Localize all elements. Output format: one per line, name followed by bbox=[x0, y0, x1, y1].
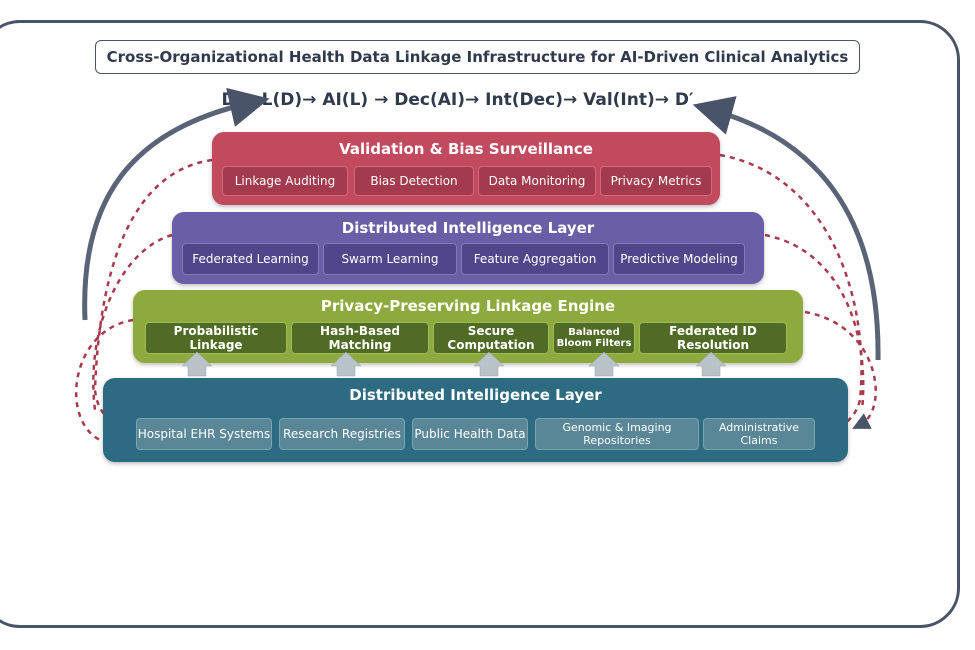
chip-predictive-modeling: Predictive Modeling bbox=[613, 243, 745, 275]
pipeline-formula: D → L(D)→ AI(L) → Dec(AI)→ Int(Dec)→ Val… bbox=[221, 90, 694, 110]
up-arrow-icon bbox=[181, 351, 213, 377]
chip-genomic-imaging-repositories: Genomic & Imaging Repositories bbox=[535, 418, 699, 450]
diagram-title-text: Cross-Organizational Health Data Linkage… bbox=[106, 48, 849, 66]
left-dashed-arc-2 bbox=[92, 233, 173, 411]
chip-administrative-claims: Administrative Claims bbox=[703, 418, 815, 450]
chip-balanced-bloom-filters: Balanced Bloom Filters bbox=[553, 322, 635, 354]
left-feedback-arrow bbox=[82, 87, 270, 321]
chip-privacy-metrics: Privacy Metrics bbox=[600, 166, 712, 196]
up-arrow-icon bbox=[330, 351, 362, 377]
right-feedback-arrow bbox=[692, 96, 881, 361]
chip-data-monitoring: Data Monitoring bbox=[478, 166, 596, 196]
distributed-intelligence-layer: Distributed Intelligence Layer Federated… bbox=[172, 212, 764, 284]
right-dashed-arc-3 bbox=[804, 310, 877, 429]
up-arrow-icon bbox=[695, 351, 727, 377]
up-arrow-icon bbox=[588, 351, 620, 377]
up-arrow-icon bbox=[473, 351, 505, 377]
chip-probabilistic-linkage: Probabilistic Linkage bbox=[145, 322, 287, 354]
chip-research-registries: Research Registries bbox=[279, 418, 405, 450]
chip-federated-learning: Federated Learning bbox=[182, 243, 319, 275]
chip-feature-aggregation: Feature Aggregation bbox=[461, 243, 609, 275]
outer-frame bbox=[0, 20, 960, 628]
left-dashed-arc-1 bbox=[93, 158, 213, 442]
privacy-layer-title: Privacy-Preserving Linkage Engine bbox=[320, 297, 616, 315]
diagram-title: Cross-Organizational Health Data Linkage… bbox=[95, 40, 860, 74]
validation-layer-title: Validation & Bias Surveillance bbox=[339, 140, 593, 158]
chip-swarm-learning: Swarm Learning bbox=[323, 243, 457, 275]
chip-hash-based-matching: Hash-Based Matching bbox=[291, 322, 429, 354]
chip-secure-computation: Secure Computation bbox=[433, 322, 549, 354]
chip-bias-detection: Bias Detection bbox=[354, 166, 474, 196]
chip-linkage-auditing: Linkage Auditing bbox=[222, 166, 348, 196]
validation-layer: Validation & Bias Surveillance Linkage A… bbox=[212, 132, 720, 205]
chip-federated-id-resolution: Federated ID Resolution bbox=[639, 322, 787, 354]
data-layer-title: Distributed Intelligence Layer bbox=[349, 386, 602, 404]
chip-public-health-data: Public Health Data bbox=[412, 418, 528, 450]
right-dashed-arc-2 bbox=[764, 233, 865, 411]
privacy-linkage-engine-layer: Privacy-Preserving Linkage Engine Probab… bbox=[133, 290, 803, 363]
chip-hospital-ehr-systems: Hospital EHR Systems bbox=[136, 418, 272, 450]
data-sources-layer: Distributed Intelligence Layer Hospital … bbox=[103, 378, 848, 462]
distributed-layer-title: Distributed Intelligence Layer bbox=[341, 219, 595, 237]
